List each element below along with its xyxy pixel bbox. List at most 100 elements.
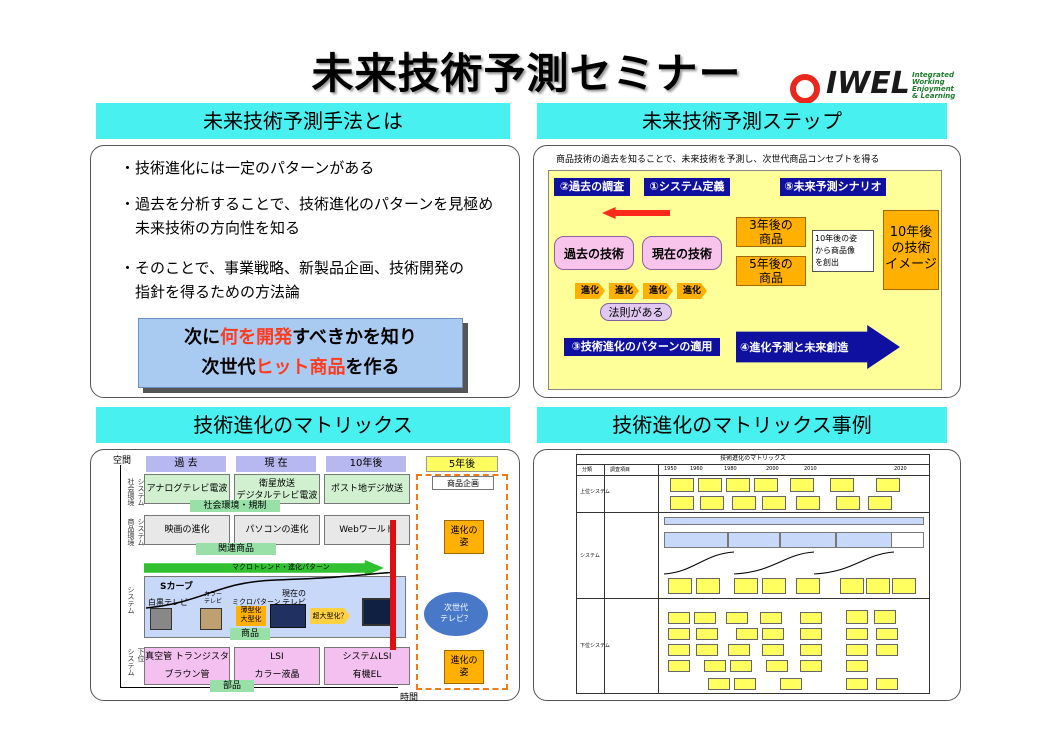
trend-bar (664, 517, 924, 525)
s-curve-label: Sカーブ (160, 582, 193, 592)
mini-cell (874, 610, 896, 624)
bw-tv-label: 白黒テレビ (148, 598, 188, 607)
mini-cell (836, 496, 860, 510)
year-2000: 2000 (766, 466, 779, 472)
mini-cell (668, 578, 692, 594)
example-table-title: 技術進化のマトリックス (720, 455, 786, 462)
mini-cell (892, 578, 916, 594)
logo: IWEL (826, 66, 910, 101)
logo-ring (790, 74, 820, 104)
mini-cell (700, 496, 724, 510)
s-curve (146, 572, 396, 609)
shinka-arrow-1: 進化 (575, 283, 605, 299)
cell-movie: 映画の進化 (144, 515, 230, 545)
year-1950: 1950 (664, 466, 677, 472)
mini-cell (790, 478, 814, 492)
cell-vacuum: 真空管 トランジスタブラウン管 (144, 647, 230, 685)
mini-cell (760, 612, 782, 624)
year-1960: 1960 (690, 466, 703, 472)
mini-cell (670, 496, 694, 510)
mini-cell (726, 478, 750, 492)
mini-cell (698, 478, 722, 492)
col-5y-frame (416, 474, 508, 690)
past-tech: 過去の技術 (554, 236, 634, 270)
mini-cell (800, 644, 822, 656)
methods-header: 未来技術予測手法とは (96, 103, 510, 139)
steps-intro: 商品技術の過去を知ることで、未来技術を予測し、次世代商品コンセプトを得る (556, 155, 880, 165)
page-title: 未来技術予測セミナー (311, 49, 742, 98)
y-axis (120, 465, 121, 687)
future-arrow (736, 325, 900, 369)
col-10y: 10年後 (326, 456, 406, 472)
band-product: 商品 (230, 628, 270, 640)
micro-cell (728, 532, 780, 548)
cell-web: Webワールド (324, 515, 410, 545)
evolution-box-2: 進化の 姿 (444, 650, 484, 684)
red-vertical-line (390, 520, 396, 650)
cell-pc: パソコンの進化 (234, 515, 320, 545)
product-5y: 5年後の 商品 (736, 256, 806, 286)
mini-cell (708, 678, 730, 690)
mini-cell (846, 660, 868, 672)
space-label: 空間 (113, 456, 132, 466)
color-tv-label: カラー テレビ (204, 591, 223, 605)
year-2020: 2020 (894, 466, 907, 472)
flat-tv-image (270, 604, 306, 628)
bullet-3: ・そのことで、事業戦略、新製品企画、技術開発の (120, 259, 464, 277)
past-arrow (602, 207, 670, 219)
mini-cell (696, 628, 718, 640)
mini-cell (876, 644, 898, 656)
cell-planning: 商品企画 (432, 476, 494, 490)
table-rule-3 (576, 512, 930, 513)
mini-cell (762, 644, 784, 656)
bullet-2b: 未来技術の方向性を知る (120, 219, 301, 237)
mini-cell (796, 578, 820, 594)
current-tech: 現在の技術 (642, 236, 722, 270)
shinka-arrow-3: 進化 (643, 283, 673, 299)
cell-satellite: 衛星放送 デジタルテレビ電波 (234, 474, 320, 504)
bullet-2: ・過去を分析することで、技術進化のパターンを見極め (120, 195, 494, 213)
mini-cell (668, 644, 690, 656)
product-3y: 3年後の 商品 (736, 217, 806, 247)
current-tv-label: 現在の テレビ (282, 589, 306, 607)
col-head-class: 分類 (582, 467, 593, 473)
col-5y: 5年後 (426, 456, 498, 472)
mini-cell (830, 478, 854, 492)
mini-cell (694, 612, 716, 624)
tag-create-future: ④進化予測と未来創造 (740, 341, 849, 354)
shinka-arrow-2: 進化 (609, 283, 639, 299)
micro-cell (664, 532, 728, 548)
thin-large-box: 薄型化 大型化 (236, 606, 266, 626)
tag-system-definition: ①システム定義 (644, 178, 730, 196)
x-axis (120, 687, 398, 688)
bw-tv-image (150, 608, 172, 630)
mini-cell (800, 612, 822, 624)
mini-cell (736, 628, 758, 640)
micro-cell (780, 532, 836, 548)
s-curves (664, 551, 895, 575)
example-header: 技術進化のマトリックス事例 (537, 407, 947, 443)
time-label: 時間 (400, 693, 419, 703)
row-system: システム (580, 553, 600, 559)
tech-image-10y: 10年後 の技術 イメージ (883, 210, 939, 290)
mini-cell (762, 628, 784, 640)
tag-past-research: ②過去の調査 (554, 178, 630, 196)
macro-arrow (144, 560, 384, 576)
mini-cell (766, 660, 788, 672)
mini-cell (732, 496, 756, 510)
macro-label: マクロトレンド・進化パターン (232, 563, 330, 571)
year-2010: 2010 (804, 466, 817, 472)
year-1980: 1980 (724, 466, 737, 472)
mini-cell (734, 678, 756, 690)
mini-cell (762, 496, 786, 510)
mini-cell (728, 644, 750, 656)
mini-cell (696, 578, 720, 594)
mini-cell (754, 478, 778, 492)
table-rule-2 (576, 475, 930, 476)
band-parts: 部品 (210, 680, 254, 692)
micro-label: ミクロパターン (232, 598, 281, 606)
mini-cell (876, 478, 900, 492)
mini-cell (846, 678, 868, 690)
mini-cell (762, 578, 786, 594)
